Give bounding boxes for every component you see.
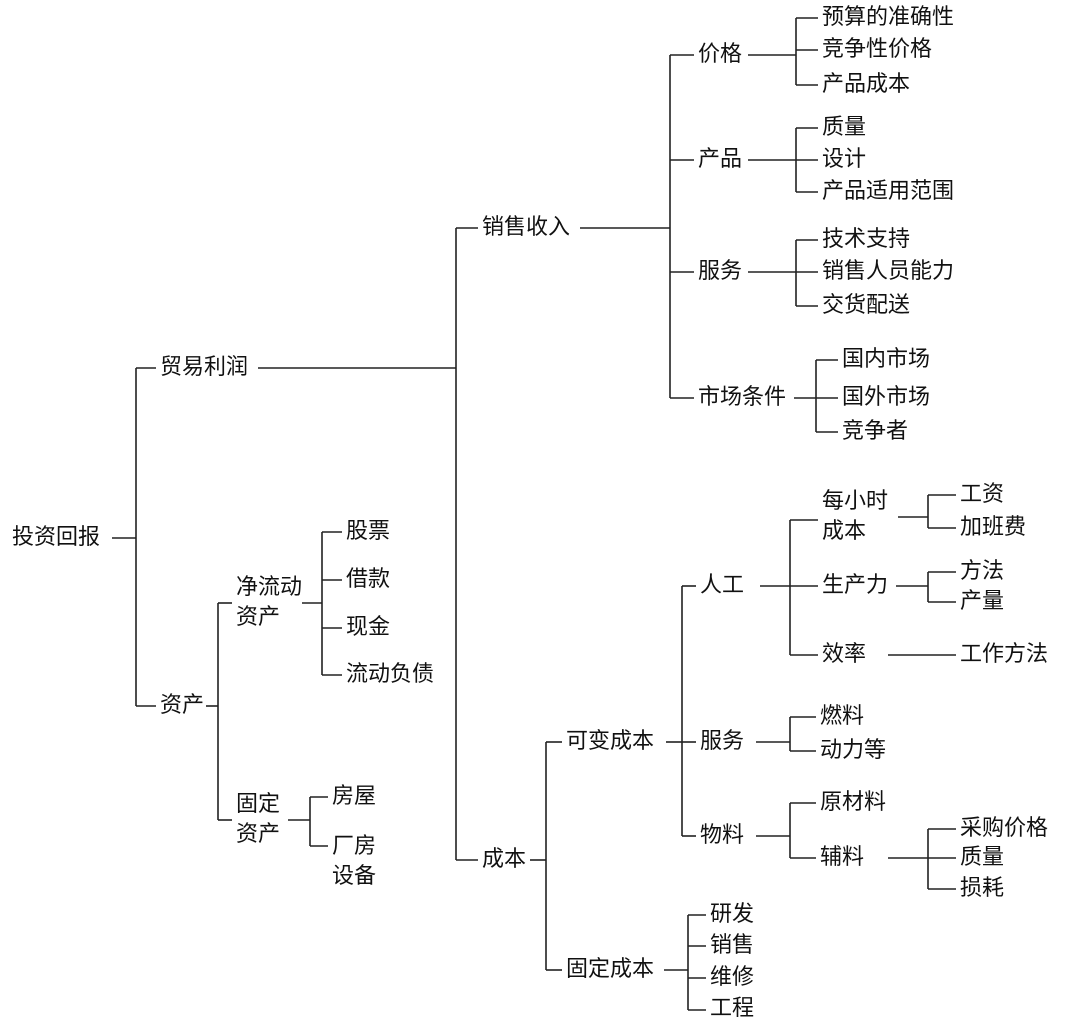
node-auxiliary-materials: 辅料	[820, 844, 865, 872]
node-hourly-cost-line1: 每小时	[822, 489, 889, 514]
node-sales-staff-ability: 销售人员能力	[822, 258, 955, 286]
node-materials: 物料	[700, 822, 745, 850]
node-maintenance: 维修	[710, 964, 755, 992]
node-fixed-assets-line1: 固定	[236, 792, 281, 817]
node-net-current-assets-line1: 净流动	[236, 575, 303, 600]
node-productivity: 生产力	[822, 572, 889, 600]
node-method: 方法	[960, 558, 1005, 586]
node-plant-equipment: 厂房 设备	[332, 832, 377, 892]
node-buildings: 房屋	[332, 783, 377, 811]
node-raw-materials: 原材料	[820, 789, 887, 817]
node-stocks: 股票	[346, 518, 391, 546]
node-purchase-price: 采购价格	[960, 815, 1049, 843]
node-cost: 成本	[482, 846, 527, 874]
node-overtime-pay: 加班费	[960, 514, 1027, 542]
node-fuel: 燃料	[820, 703, 865, 731]
node-quality: 质量	[822, 114, 867, 142]
node-net-current-assets: 净流动 资产	[236, 573, 303, 633]
node-assets: 资产	[160, 692, 205, 720]
node-wastage: 损耗	[960, 875, 1005, 903]
node-tech-support: 技术支持	[822, 226, 911, 254]
node-product-cost: 产品成本	[822, 71, 911, 99]
node-fixed-assets-line2: 资产	[236, 822, 281, 847]
node-product-range: 产品适用范围	[822, 178, 955, 206]
node-power: 动力等	[820, 737, 887, 765]
node-competitive-price: 竞争性价格	[822, 36, 933, 64]
node-plant-line2: 设备	[332, 864, 377, 889]
node-wages: 工资	[960, 481, 1005, 509]
node-aux-quality: 质量	[960, 844, 1005, 872]
node-variable-cost: 可变成本	[566, 728, 655, 756]
node-foreign-market: 国外市场	[842, 384, 931, 412]
node-budget-accuracy: 预算的准确性	[822, 4, 955, 32]
node-service: 服务	[698, 258, 743, 286]
node-efficiency: 效率	[822, 641, 867, 669]
node-fixed-assets: 固定 资产	[236, 790, 281, 850]
node-hourly-cost: 每小时 成本	[822, 487, 889, 547]
node-competitors: 竞争者	[842, 418, 909, 446]
node-price: 价格	[698, 41, 743, 69]
node-fixed-cost: 固定成本	[566, 956, 655, 984]
node-plant-line1: 厂房	[332, 834, 377, 859]
node-engineering: 工程	[710, 995, 755, 1023]
node-trade-profit: 贸易利润	[160, 354, 249, 382]
node-product: 产品	[698, 146, 743, 174]
node-work-method: 工作方法	[960, 641, 1049, 669]
node-delivery: 交货配送	[822, 292, 911, 320]
node-market-conditions: 市场条件	[698, 384, 787, 412]
node-sales-revenue: 销售收入	[482, 214, 571, 242]
node-investment-return: 投资回报	[12, 524, 101, 552]
node-current-liabilities: 流动负债	[346, 661, 435, 689]
node-cost-service: 服务	[700, 728, 745, 756]
node-domestic-market: 国内市场	[842, 346, 931, 374]
node-net-current-assets-line2: 资产	[236, 605, 281, 630]
node-output: 产量	[960, 588, 1005, 616]
node-design: 设计	[822, 146, 867, 174]
node-loans: 借款	[346, 566, 391, 594]
node-sales: 销售	[710, 932, 755, 960]
node-rnd: 研发	[710, 901, 755, 929]
node-labor: 人工	[700, 572, 745, 600]
node-hourly-cost-line2: 成本	[822, 519, 867, 544]
node-cash: 现金	[346, 614, 391, 642]
